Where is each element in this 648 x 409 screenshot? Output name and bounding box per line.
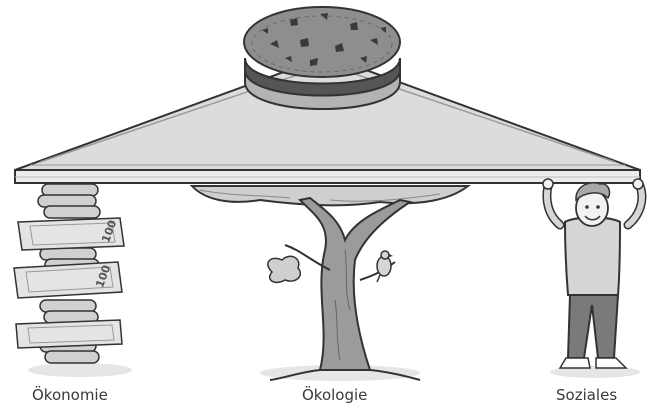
label-ecology: Ökologie bbox=[302, 386, 367, 404]
banknote-1: 100 bbox=[18, 218, 124, 250]
cake bbox=[244, 7, 400, 109]
label-social: Soziales bbox=[556, 386, 617, 404]
person bbox=[543, 179, 643, 368]
economy-ground-shadow bbox=[28, 363, 132, 377]
banknote-2: 100 bbox=[14, 262, 122, 298]
coin-and-banknote-stack: 100 100 bbox=[14, 184, 124, 363]
label-economy: Ökonomie bbox=[32, 386, 108, 404]
banknote-3 bbox=[16, 320, 122, 348]
tree bbox=[192, 186, 468, 380]
bird-icon bbox=[377, 251, 393, 282]
